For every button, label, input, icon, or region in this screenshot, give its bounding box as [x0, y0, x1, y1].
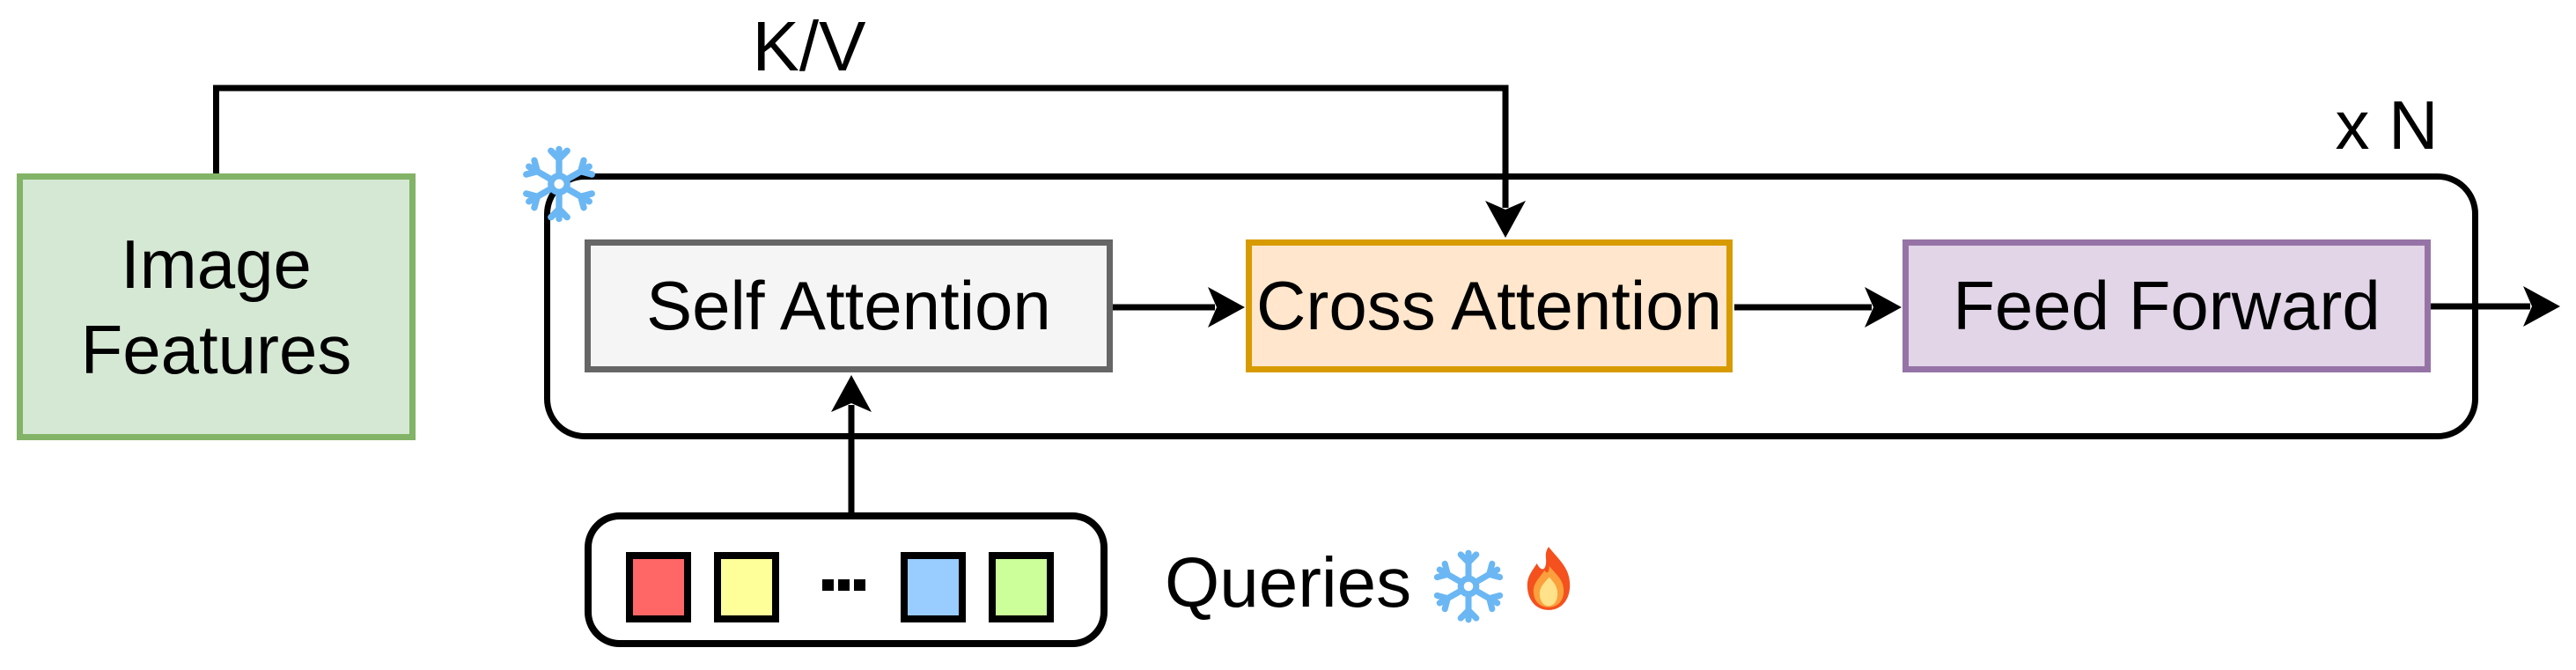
self-attention-label: Self Attention [646, 267, 1051, 344]
query-token-2 [714, 552, 779, 622]
queries-label: Queries [1165, 543, 1412, 622]
queries-ellipsis [822, 579, 865, 591]
cross-attention-label: Cross Attention [1256, 267, 1722, 344]
ellipsis-dot [822, 579, 834, 591]
feed-forward-box: Feed Forward [1903, 239, 2431, 372]
snowflake-icon [1436, 553, 1501, 620]
image-features-label-line2: Features [80, 310, 352, 388]
repeat-n-label: x N [2335, 86, 2439, 164]
cross-attention-box: Cross Attention [1246, 239, 1733, 372]
image-features-label-line1: Image [121, 225, 312, 303]
self-attention-box: Self Attention [585, 239, 1113, 372]
ellipsis-dot [854, 579, 865, 591]
ellipsis-dot [838, 579, 850, 591]
query-token-3 [901, 552, 966, 622]
query-token-4 [989, 552, 1054, 622]
query-token-1 [626, 552, 691, 622]
feed-forward-label: Feed Forward [1953, 267, 2381, 344]
kv-label: K/V [752, 7, 866, 85]
fire-icon [1527, 547, 1571, 610]
image-features-box: Image Features [17, 173, 416, 440]
